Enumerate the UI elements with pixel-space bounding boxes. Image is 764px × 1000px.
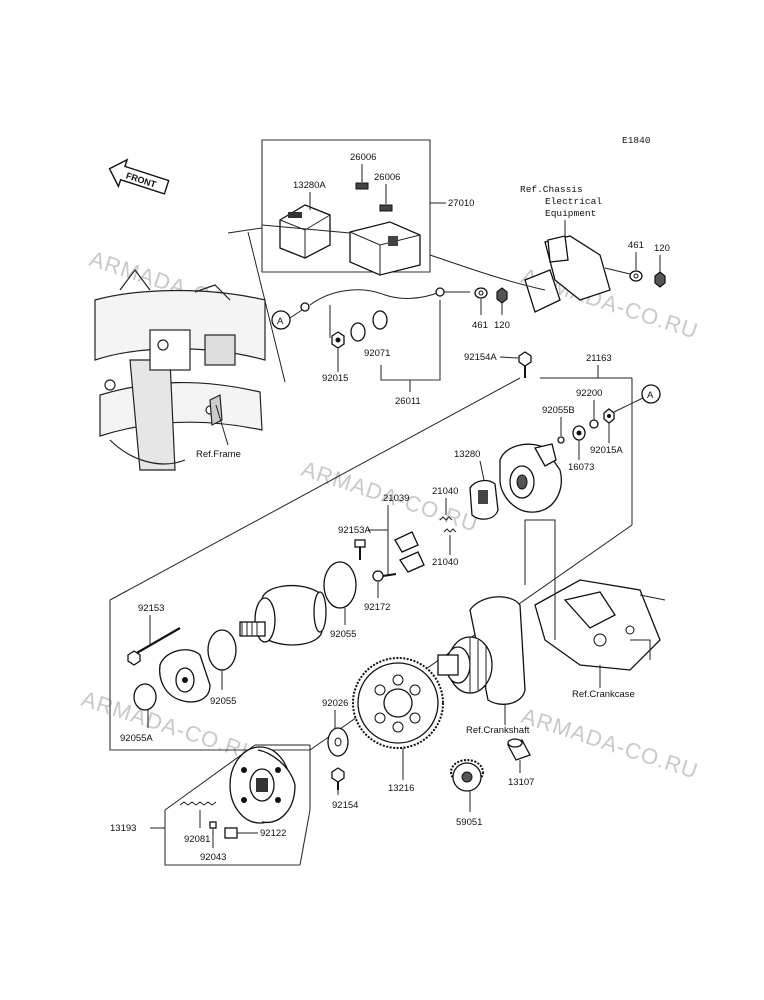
leader-line (479, 460, 485, 481)
part-16073-label: 16073 (568, 462, 594, 473)
part-92154a-label: 92154A (464, 352, 497, 363)
part-120b-label: 120 (654, 243, 670, 254)
part-13193-label: 13193 (110, 823, 136, 834)
starter-motor-yoke (239, 584, 327, 646)
part-92043-label: 92043 (200, 852, 226, 863)
part-13280-label: 13280 (454, 449, 480, 460)
starter-relay-27010 (349, 221, 421, 276)
part-92153-label: 92153 (138, 603, 164, 614)
bolt-92153 (127, 627, 181, 666)
spring-21040 (439, 516, 457, 533)
fuse-26006 (355, 182, 393, 212)
brush-holder-13280 (469, 479, 499, 520)
brush-21039 (394, 531, 425, 573)
part-92055b-label: 92055B (542, 405, 575, 416)
leader-line (215, 404, 229, 446)
starter-front-cover (159, 649, 211, 703)
cable-terminal (435, 287, 445, 297)
starter-clutch-13193 (229, 746, 296, 824)
roller-92122 (224, 827, 238, 839)
leader-line (613, 397, 644, 413)
ref-crankcase-label: Ref.Crankcase (572, 689, 635, 700)
watermark: ARMADA-CO.RU (518, 703, 701, 784)
nut-120 (654, 271, 666, 288)
diagram-code: E1840 (622, 135, 651, 146)
bolt-92154 (331, 767, 345, 790)
part-26011-label: 26011 (395, 396, 421, 407)
group-box-starter (109, 600, 310, 751)
part-26006a-label: 26006 (350, 152, 376, 163)
part-13280a-label: 13280A (293, 180, 326, 191)
washer-461 (629, 270, 643, 282)
chassis-bracket-sketch (524, 235, 611, 313)
part-92122-label: 92122 (260, 828, 286, 839)
part-92200-label: 92200 (576, 388, 602, 399)
callout-a-label: A (277, 316, 284, 327)
washer-461 (474, 287, 488, 299)
front-arrow-icon: FRONT (108, 158, 170, 195)
part-26006b-label: 26006 (374, 172, 400, 183)
screw-92172 (372, 570, 397, 582)
nut-120 (496, 287, 508, 304)
part-27010-label: 27010 (448, 198, 474, 209)
nut-92015a (603, 408, 615, 424)
bush-13107 (507, 738, 531, 761)
callout-a-label: A (647, 390, 654, 401)
part-461a-label: 461 (472, 320, 488, 331)
leader-line (604, 267, 631, 275)
part-13216-label: 13216 (388, 783, 414, 794)
part-92071-label: 92071 (364, 348, 390, 359)
part-92153a-label: 92153A (338, 525, 371, 536)
part-92172-label: 92172 (364, 602, 390, 613)
crankcase-sketch (534, 579, 666, 671)
bolt-92154a (518, 351, 532, 378)
callout-a-circle (271, 310, 291, 330)
part-92055a-label: 92055 (330, 629, 356, 640)
ref-crankshaft-label: Ref.Crankshaft (466, 725, 530, 736)
part-59051-label: 59051 (456, 817, 482, 828)
pin-92043 (209, 821, 217, 829)
part-92026-label: 92026 (322, 698, 348, 709)
part-120a-label: 120 (494, 320, 510, 331)
part-21040a-label: 21040 (432, 486, 458, 497)
starter-gear-13216 (352, 657, 444, 749)
oring-92055b (557, 436, 565, 444)
callout-a-circle (641, 384, 661, 404)
part-13107-label: 13107 (508, 777, 534, 788)
boot-92071 (350, 310, 388, 342)
starter-rear-cover (499, 443, 562, 513)
part-92081-label: 92081 (184, 834, 210, 845)
ref-frame-label: Ref.Frame (196, 449, 241, 460)
ref-chassis-line1: Ref.Chassis (520, 184, 583, 195)
part-92015a-label: 92015A (590, 445, 623, 456)
part-92015-label: 92015 (322, 373, 348, 384)
part-21039-label: 21039 (383, 493, 409, 504)
washer-92200 (589, 419, 599, 429)
spring-92081 (179, 801, 217, 806)
part-92154-label: 92154 (332, 800, 358, 811)
oring-92055a (133, 683, 157, 711)
part-21040b-label: 21040 (432, 557, 458, 568)
part-92055a2-label: 92055A (120, 733, 153, 744)
nut-16073 (572, 425, 586, 441)
nut-92015 (331, 331, 345, 349)
relay-13280a (279, 204, 331, 259)
part-92055b2-label: 92055 (210, 696, 236, 707)
ref-chassis-line2: Electrical (545, 196, 602, 207)
oring-92055 (207, 629, 237, 671)
crankshaft-sketch (437, 596, 526, 705)
part-461b-label: 461 (628, 240, 644, 251)
leader-line (499, 356, 519, 359)
ref-chassis-line3: Equipment (545, 208, 596, 219)
cable-terminal (300, 302, 310, 312)
part-21163-label: 21163 (586, 353, 612, 364)
oring-92055 (323, 561, 357, 609)
gear-59051 (450, 759, 484, 792)
screw-92153a (354, 539, 366, 560)
leader-line (289, 309, 303, 319)
bracket-26011 (380, 300, 441, 381)
frame-sketch (94, 269, 266, 471)
